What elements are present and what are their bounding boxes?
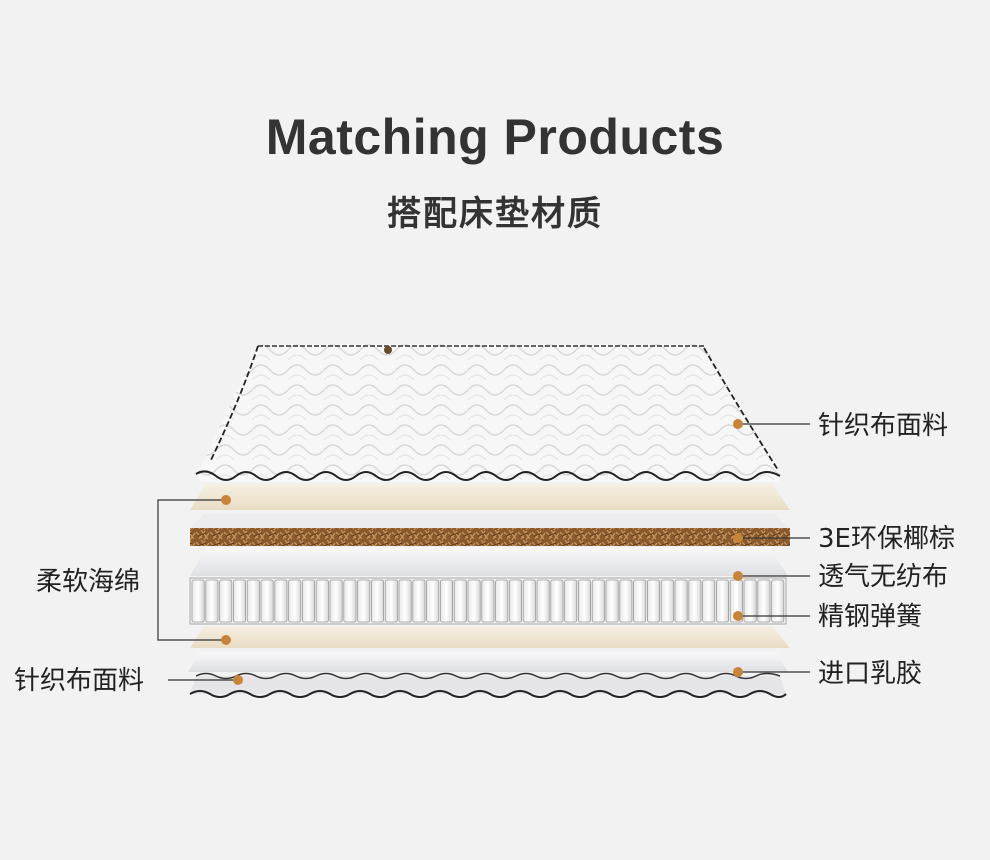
spring-pocket — [550, 579, 564, 623]
spring-pocket — [688, 579, 702, 623]
label-top-fabric: 针织布面料 — [818, 411, 949, 441]
spring-pocket — [647, 579, 661, 623]
spring-pocket — [536, 579, 550, 623]
spring-pocket — [246, 579, 260, 623]
page-subtitle: 搭配床垫材质 — [387, 194, 603, 234]
spring-pocket — [288, 579, 302, 623]
label-spring: 精钢弹簧 — [818, 602, 923, 632]
spring-pocket — [370, 579, 384, 623]
lower-foam-layer — [190, 626, 790, 648]
brand-tag — [384, 346, 392, 354]
spring-pocket — [578, 579, 592, 623]
spring-pocket — [771, 579, 785, 623]
spring-pocket — [674, 579, 688, 623]
label-nonwoven: 透气无纺布 — [818, 562, 949, 592]
spring-pocket — [591, 579, 605, 623]
label-coir: 3E环保椰棕 — [818, 524, 955, 554]
spring-pocket — [301, 579, 315, 623]
spring-pocket — [426, 579, 440, 623]
spring-pocket — [508, 579, 522, 623]
label-bottom-fabric: 针织布面料 — [14, 666, 145, 696]
spring-pocket — [412, 579, 426, 623]
spring-pocket — [495, 579, 509, 623]
label-foam: 柔软海绵 — [36, 567, 141, 597]
latex-layer — [188, 652, 788, 672]
page-title: Matching Products — [265, 109, 725, 165]
spring-pocket — [343, 579, 357, 623]
spring-pocket — [564, 579, 578, 623]
upper-foam-layer — [190, 484, 790, 510]
spring-pocket — [315, 579, 329, 623]
spring-layer — [189, 577, 787, 625]
spring-pocket — [329, 579, 343, 623]
spring-pocket — [357, 579, 371, 623]
spring-pocket — [260, 579, 274, 623]
spring-pocket — [757, 579, 771, 623]
spring-pocket — [522, 579, 536, 623]
coir-layer — [190, 514, 790, 546]
spring-pocket — [619, 579, 633, 623]
spring-pocket — [453, 579, 467, 623]
spring-pocket — [743, 579, 757, 623]
spring-pocket — [716, 579, 730, 623]
spring-pocket — [232, 579, 246, 623]
top-fabric-layer — [195, 344, 781, 482]
spring-pocket — [205, 579, 219, 623]
spring-pocket — [605, 579, 619, 623]
spring-pocket — [274, 579, 288, 623]
leader-lines — [157, 423, 810, 681]
spring-pocket — [481, 579, 495, 623]
spring-pocket — [384, 579, 398, 623]
markers — [221, 419, 743, 685]
spring-pocket — [439, 579, 453, 623]
spring-pocket — [219, 579, 233, 623]
spring-pocket — [191, 579, 205, 623]
label-latex: 进口乳胶 — [818, 659, 923, 689]
spring-pocket — [398, 579, 412, 623]
spring-pocket — [702, 579, 716, 623]
spring-pocket — [633, 579, 647, 623]
spring-pocket — [660, 579, 674, 623]
nonwoven-layer — [190, 548, 788, 576]
spring-pocket — [467, 579, 481, 623]
bottom-fabric-layer — [189, 672, 787, 698]
